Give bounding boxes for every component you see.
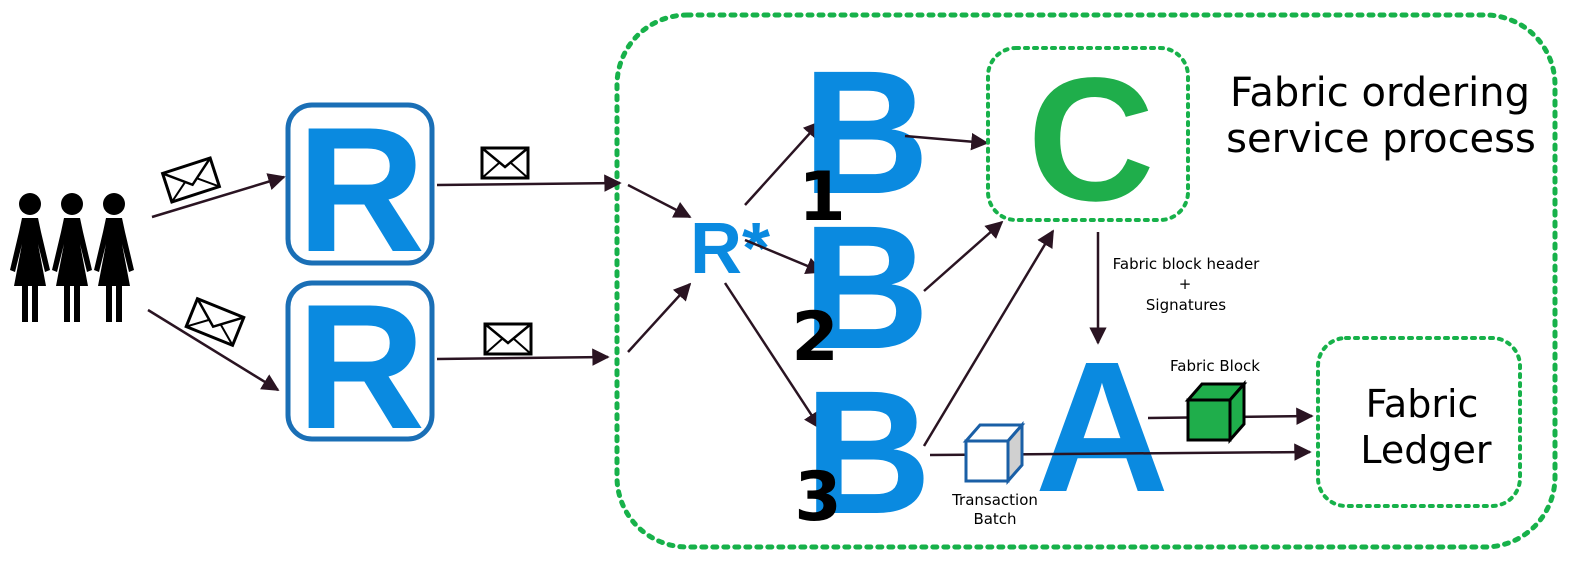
ledger-label-line1: Fabric — [1366, 382, 1479, 426]
arrow-service-to-central-relay-2 — [627, 282, 692, 353]
header-label-line3: Signatures — [1146, 296, 1226, 314]
transaction-batch-label-line1: Transaction — [951, 491, 1038, 509]
fabric-block-label: Fabric Block — [1170, 357, 1260, 375]
batcher-3-letter: B — [804, 355, 931, 551]
batcher-1-number: 1 — [798, 158, 845, 237]
ledger-boundary — [1316, 336, 1522, 508]
green-cube-icon — [1184, 380, 1248, 444]
transaction-batch-label-line2: Batch — [973, 510, 1016, 528]
arrow-batcher-1-to-consensus — [904, 132, 989, 151]
ledger-label-line2: Ledger — [1360, 428, 1492, 472]
arrow-batcher-2-to-consensus — [923, 220, 1004, 292]
assembler-letter: A — [1035, 324, 1169, 531]
batcher-2-number: 2 — [791, 298, 838, 377]
central-relay-label: R* — [690, 209, 770, 289]
arrow-batcher-3-to-consensus — [922, 229, 1055, 447]
header-label-line1: Fabric block header — [1113, 255, 1261, 273]
relay-node-1-letter: R — [297, 90, 426, 289]
envelope-icon — [184, 296, 246, 348]
relay-node-2-letter: R — [297, 267, 426, 466]
service-title-line1: Fabric ordering — [1230, 70, 1530, 116]
batcher-1-letter: B — [802, 35, 929, 231]
arrow-relay-1-to-service — [436, 174, 622, 192]
envelope-icon — [480, 146, 530, 180]
arrow-relay-2-to-service — [436, 348, 610, 366]
arrow-service-to-central-relay-1 — [627, 183, 692, 219]
arrow-users-to-relay-1 — [151, 173, 286, 219]
header-label-line2: + — [1179, 275, 1192, 293]
envelope-icon — [160, 156, 222, 204]
users-icon — [10, 193, 134, 322]
batcher-2-letter: B — [802, 190, 929, 386]
batcher-3-number: 3 — [794, 458, 841, 537]
envelope-icon — [483, 322, 533, 356]
consensus-boundary — [986, 46, 1190, 222]
consensus-letter: C — [1027, 42, 1154, 238]
white-cube-icon — [962, 421, 1026, 485]
arrow-central-relay-to-batcher-1 — [744, 120, 822, 206]
relay-node-2: R — [285, 267, 435, 466]
arrow-central-relay-to-batcher-3 — [723, 282, 822, 430]
ordering-service-boundary — [614, 12, 1558, 550]
relay-node-1: R — [285, 90, 435, 289]
arrow-users-to-relay-2 — [147, 308, 280, 392]
service-title-line2: service process — [1226, 116, 1536, 162]
arrow-central-relay-to-batcher-2 — [744, 238, 824, 275]
